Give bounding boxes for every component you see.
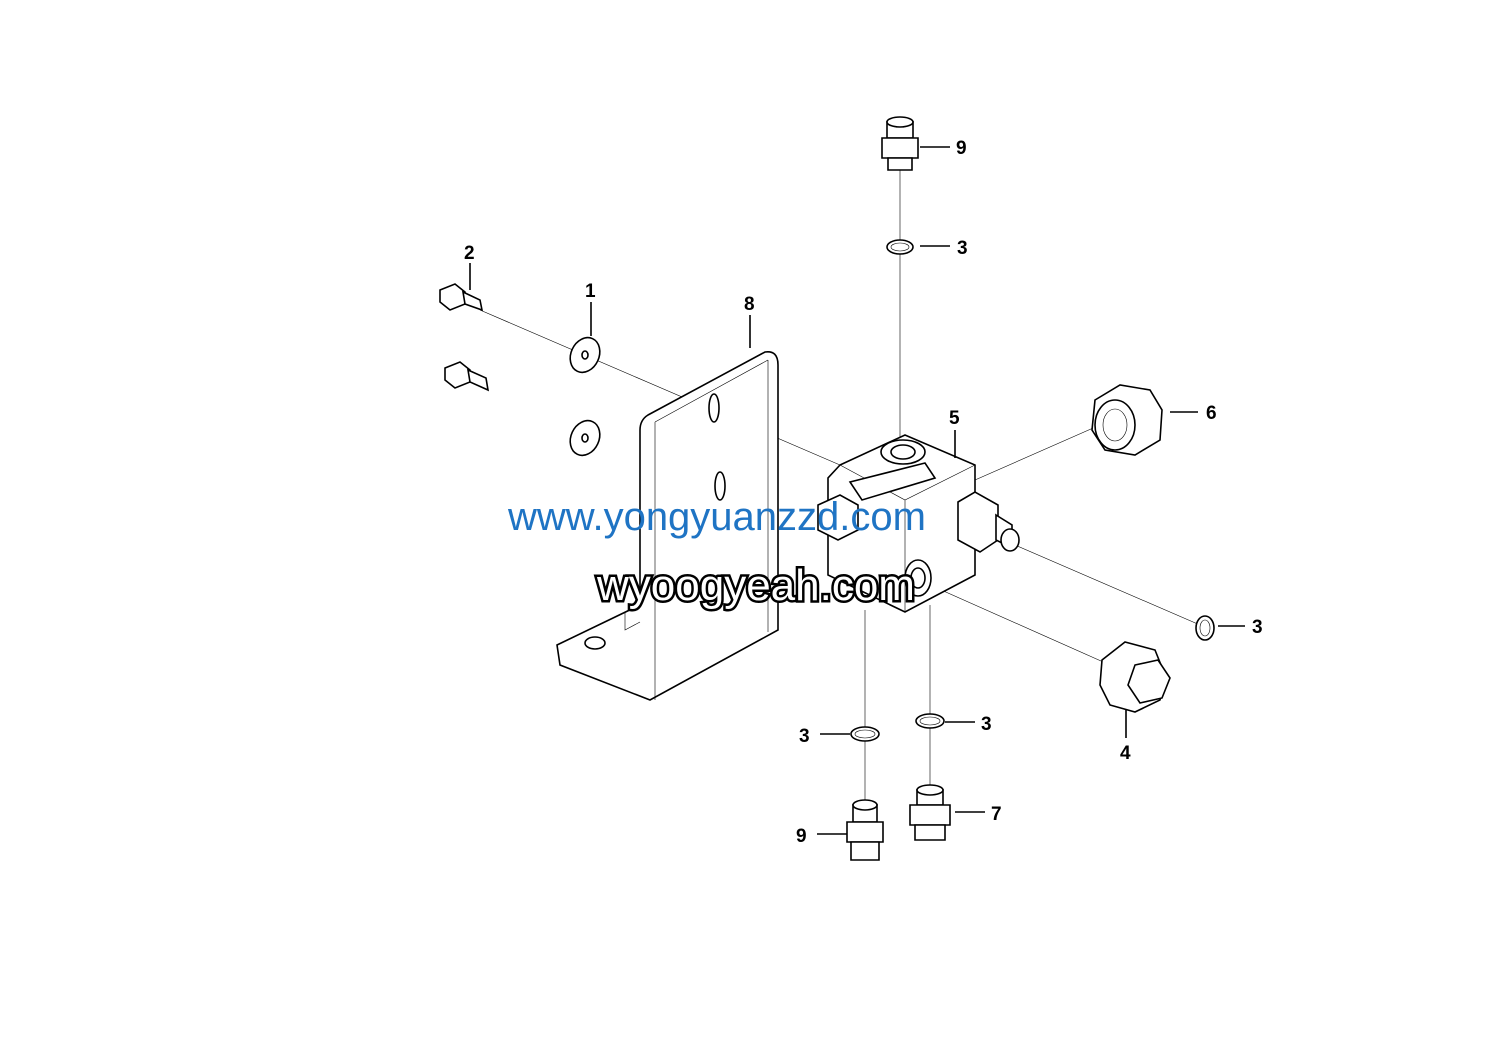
leader-lines: [469, 146, 1245, 835]
callout-8: 8: [744, 294, 755, 315]
callout-4: 4: [1120, 743, 1131, 764]
fitting-on-block: [957, 491, 1020, 553]
callout-1: 1: [585, 281, 596, 302]
fitting-part-7: [909, 784, 951, 841]
assembly-axis-lines: [479, 170, 1201, 810]
watermark-blue: www.yongyuanzzd.com: [507, 495, 926, 539]
callout-7: 7: [991, 804, 1002, 825]
washer-part-1: [569, 336, 601, 457]
callout-3-right: 3: [1252, 617, 1263, 638]
callout-3-top: 3: [957, 238, 968, 259]
callout-2: 2: [464, 243, 475, 264]
bolt-part-2: [439, 283, 490, 392]
plug-part-6: [1091, 384, 1163, 456]
callout-6: 6: [1206, 403, 1217, 424]
callout-9-top: 9: [956, 138, 967, 159]
fitting-part-9-top: [881, 116, 919, 171]
bracket-part-8: [556, 350, 779, 701]
fitting-part-9-bottom: [846, 799, 884, 861]
callout-9-bottom: 9: [796, 826, 807, 847]
watermark-black: wyoogyeah.com: [596, 561, 915, 610]
plug-part-4: [1099, 641, 1171, 713]
valve-block-part-5: [817, 434, 976, 613]
callout-3-bottom-right: 3: [981, 714, 992, 735]
callout-3-bottom-left: 3: [799, 726, 810, 747]
callout-5: 5: [949, 408, 960, 429]
o-rings-part-3: [850, 239, 1215, 742]
